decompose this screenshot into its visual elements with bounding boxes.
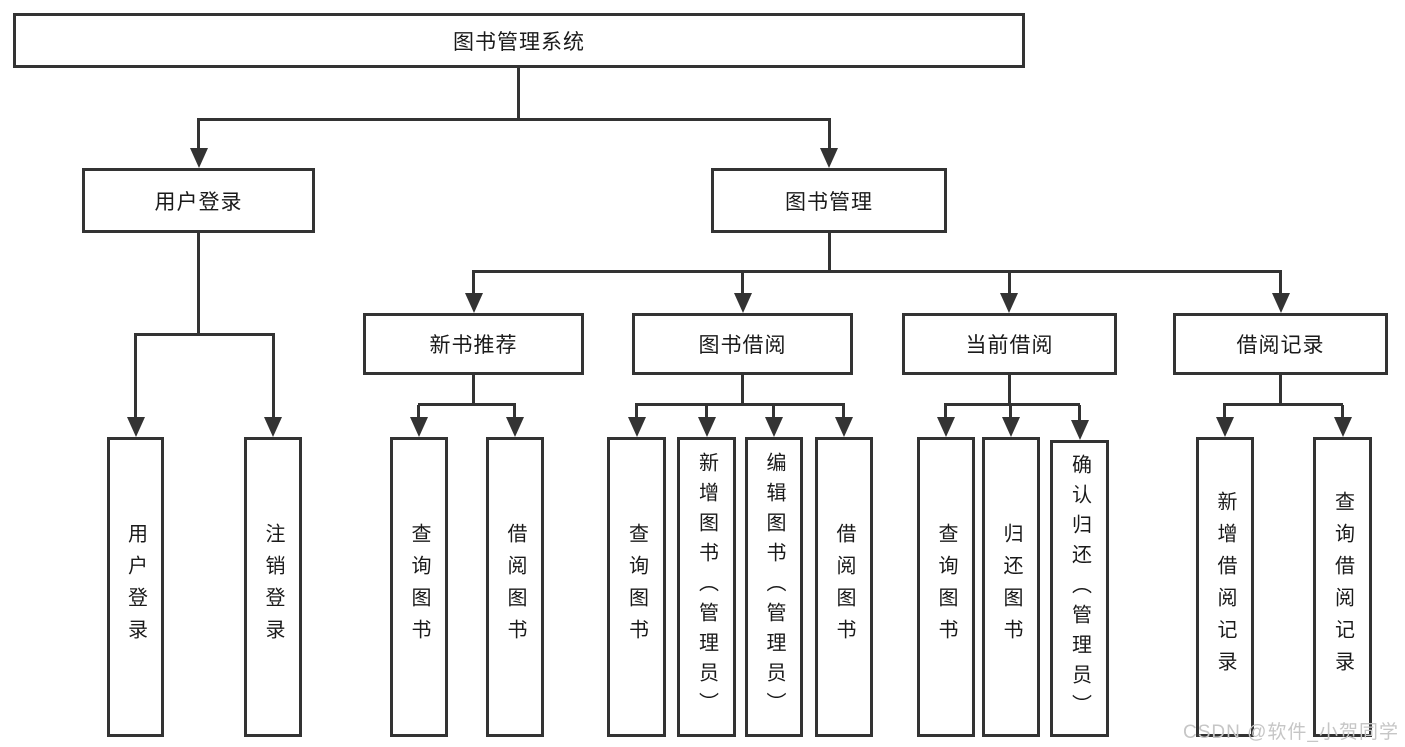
connector-line bbox=[705, 405, 708, 417]
arrowhead-icon bbox=[1071, 420, 1089, 440]
connector-line bbox=[272, 335, 275, 417]
connector-line bbox=[1223, 403, 1343, 406]
arrowhead-icon bbox=[628, 417, 646, 437]
node-book-borrowing: 图书借阅 bbox=[632, 313, 853, 375]
connector-line bbox=[472, 272, 475, 293]
node-current-borrowing-label: 当前借阅 bbox=[965, 334, 1054, 357]
leaf-query-books-1: 查询图书 bbox=[390, 437, 448, 737]
arrowhead-icon bbox=[127, 417, 145, 437]
connector-line bbox=[828, 233, 831, 272]
node-user-login-label: 用户登录 bbox=[154, 190, 243, 214]
connector-line bbox=[1279, 272, 1282, 293]
leaf-borrow-books-2-label: 借阅图书 bbox=[833, 523, 855, 651]
leaf-user-login: 用户登录 bbox=[107, 437, 164, 737]
connector-line bbox=[418, 403, 516, 406]
arrowhead-icon bbox=[1272, 293, 1290, 313]
node-borrowing-records: 借阅记录 bbox=[1173, 313, 1388, 375]
node-library-management-system-label: 图书管理系统 bbox=[453, 30, 585, 54]
arrowhead-icon bbox=[465, 293, 483, 313]
arrowhead-icon bbox=[937, 417, 955, 437]
connector-line bbox=[842, 405, 845, 417]
arrowhead-icon bbox=[1000, 293, 1018, 313]
leaf-return-books: 归还图书 bbox=[982, 437, 1040, 737]
connector-line bbox=[1279, 375, 1282, 405]
leaf-borrow-books-2: 借阅图书 bbox=[815, 437, 873, 737]
leaf-add-borrow-record-label: 新增借阅记录 bbox=[1214, 491, 1236, 683]
leaf-query-borrow-record-label: 查询借阅记录 bbox=[1331, 491, 1354, 683]
node-library-management-system: 图书管理系统 bbox=[13, 13, 1025, 68]
leaf-logout: 注销登录 bbox=[244, 437, 302, 737]
connector-line bbox=[134, 335, 137, 417]
arrowhead-icon bbox=[820, 148, 838, 168]
connector-line bbox=[1009, 405, 1012, 417]
leaf-confirm-return-admin-label: 确认归还（管理员） bbox=[1068, 453, 1091, 724]
connector-line bbox=[635, 403, 845, 406]
leaf-edit-book-admin-label: 编辑图书（管理员） bbox=[763, 452, 785, 722]
arrowhead-icon bbox=[264, 417, 282, 437]
leaf-query-books-3: 查询图书 bbox=[917, 437, 975, 737]
connector-line bbox=[828, 120, 831, 150]
arrowhead-icon bbox=[765, 417, 783, 437]
leaf-query-books-2: 查询图书 bbox=[607, 437, 666, 737]
connector-line bbox=[472, 270, 1282, 273]
connector-line bbox=[1008, 375, 1011, 405]
connector-line bbox=[417, 405, 420, 417]
node-new-book-recommendation-label: 新书推荐 bbox=[429, 334, 518, 357]
connector-line bbox=[944, 405, 947, 417]
connector-line bbox=[772, 405, 775, 417]
arrowhead-icon bbox=[835, 417, 853, 437]
leaf-logout-label: 注销登录 bbox=[262, 523, 284, 651]
node-current-borrowing: 当前借阅 bbox=[902, 313, 1117, 375]
leaf-borrow-books-1: 借阅图书 bbox=[486, 437, 544, 737]
leaf-query-books-1-label: 查询图书 bbox=[408, 523, 430, 651]
arrowhead-icon bbox=[1002, 417, 1020, 437]
node-user-login: 用户登录 bbox=[82, 168, 315, 233]
leaf-query-books-2-label: 查询图书 bbox=[625, 523, 648, 651]
connector-line bbox=[1341, 405, 1344, 417]
arrowhead-icon bbox=[410, 417, 428, 437]
connector-line bbox=[1008, 272, 1011, 293]
leaf-confirm-return-admin: 确认归还（管理员） bbox=[1050, 440, 1109, 737]
connector-line bbox=[1078, 405, 1081, 420]
node-book-management-label: 图书管理 bbox=[785, 190, 873, 214]
connector-line bbox=[635, 405, 638, 417]
arrowhead-icon bbox=[698, 417, 716, 437]
connector-line bbox=[513, 405, 516, 417]
arrowhead-icon bbox=[506, 417, 524, 437]
leaf-edit-book-admin: 编辑图书（管理员） bbox=[745, 437, 803, 737]
leaf-add-book-admin: 新增图书（管理员） bbox=[677, 437, 736, 737]
leaf-borrow-books-1-label: 借阅图书 bbox=[504, 523, 526, 651]
leaf-query-borrow-record: 查询借阅记录 bbox=[1313, 437, 1372, 737]
connector-line bbox=[1223, 405, 1226, 417]
node-book-borrowing-label: 图书借阅 bbox=[698, 334, 787, 357]
connector-line bbox=[517, 68, 520, 120]
arrowhead-icon bbox=[1334, 417, 1352, 437]
connector-line bbox=[944, 403, 1080, 406]
connector-line bbox=[197, 233, 200, 335]
arrowhead-icon bbox=[190, 148, 208, 168]
leaf-user-login-label: 用户登录 bbox=[124, 523, 147, 651]
leaf-add-book-admin-label: 新增图书（管理员） bbox=[695, 452, 718, 722]
connector-line bbox=[197, 120, 200, 150]
csdn-watermark: CSDN @软件_小贺同学 bbox=[1183, 722, 1399, 743]
node-new-book-recommendation: 新书推荐 bbox=[363, 313, 584, 375]
node-book-management: 图书管理 bbox=[711, 168, 947, 233]
connector-line bbox=[197, 118, 831, 121]
leaf-query-books-3-label: 查询图书 bbox=[935, 523, 957, 651]
leaf-return-books-label: 归还图书 bbox=[1000, 523, 1022, 651]
connector-line bbox=[741, 272, 744, 293]
connector-line bbox=[134, 333, 275, 336]
arrowhead-icon bbox=[1216, 417, 1234, 437]
connector-line bbox=[741, 375, 744, 405]
leaf-add-borrow-record: 新增借阅记录 bbox=[1196, 437, 1254, 737]
arrowhead-icon bbox=[734, 293, 752, 313]
connector-line bbox=[472, 375, 475, 405]
node-borrowing-records-label: 借阅记录 bbox=[1236, 334, 1325, 357]
